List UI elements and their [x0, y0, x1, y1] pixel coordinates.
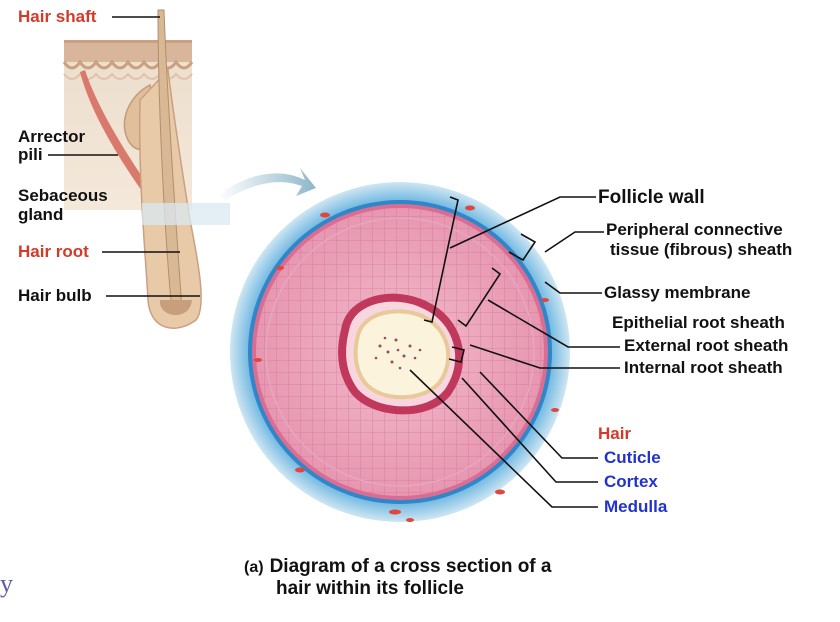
- curved-arrow-icon: [218, 168, 316, 200]
- label-sebaceous-2: gland: [18, 205, 64, 224]
- follicle-cross-section: [230, 182, 570, 522]
- label-hair-root: Hair root: [18, 242, 89, 261]
- caption-line-2: hair within its follicle: [276, 578, 464, 599]
- label-external-root-sheath: External root sheath: [624, 336, 789, 355]
- label-cuticle: Cuticle: [604, 448, 661, 467]
- label-arrector-pili-1: Arrector: [18, 127, 86, 146]
- caption-letter: (a): [244, 559, 264, 576]
- logo-fragment: y: [0, 569, 13, 598]
- label-internal-root-sheath: Internal root sheath: [624, 358, 783, 377]
- label-sebaceous-1: Sebaceous: [18, 186, 108, 205]
- hair-follicle-long: [138, 9, 202, 329]
- label-hair-shaft: Hair shaft: [18, 7, 97, 26]
- label-medulla: Medulla: [604, 497, 668, 516]
- label-peripheral-1: Peripheral connective: [606, 220, 783, 239]
- left-leader-lines: [48, 16, 200, 297]
- label-hair: Hair: [598, 424, 632, 443]
- caption-line-1: (a) Diagram of a cross section of a: [244, 556, 551, 579]
- label-cortex: Cortex: [604, 472, 658, 491]
- label-arrector-pili-2: pili: [18, 145, 43, 164]
- caption-text-1: Diagram of a cross section of a: [269, 556, 552, 577]
- label-hair-bulb: Hair bulb: [18, 286, 92, 305]
- label-peripheral-2: tissue (fibrous) sheath: [610, 240, 793, 259]
- section-plane: [142, 203, 230, 225]
- right-leader-lines: [409, 196, 620, 508]
- label-epithelial-root-sheath: Epithelial root sheath: [612, 313, 785, 332]
- label-follicle-wall: Follicle wall: [598, 187, 705, 208]
- label-glassy-membrane: Glassy membrane: [604, 283, 751, 302]
